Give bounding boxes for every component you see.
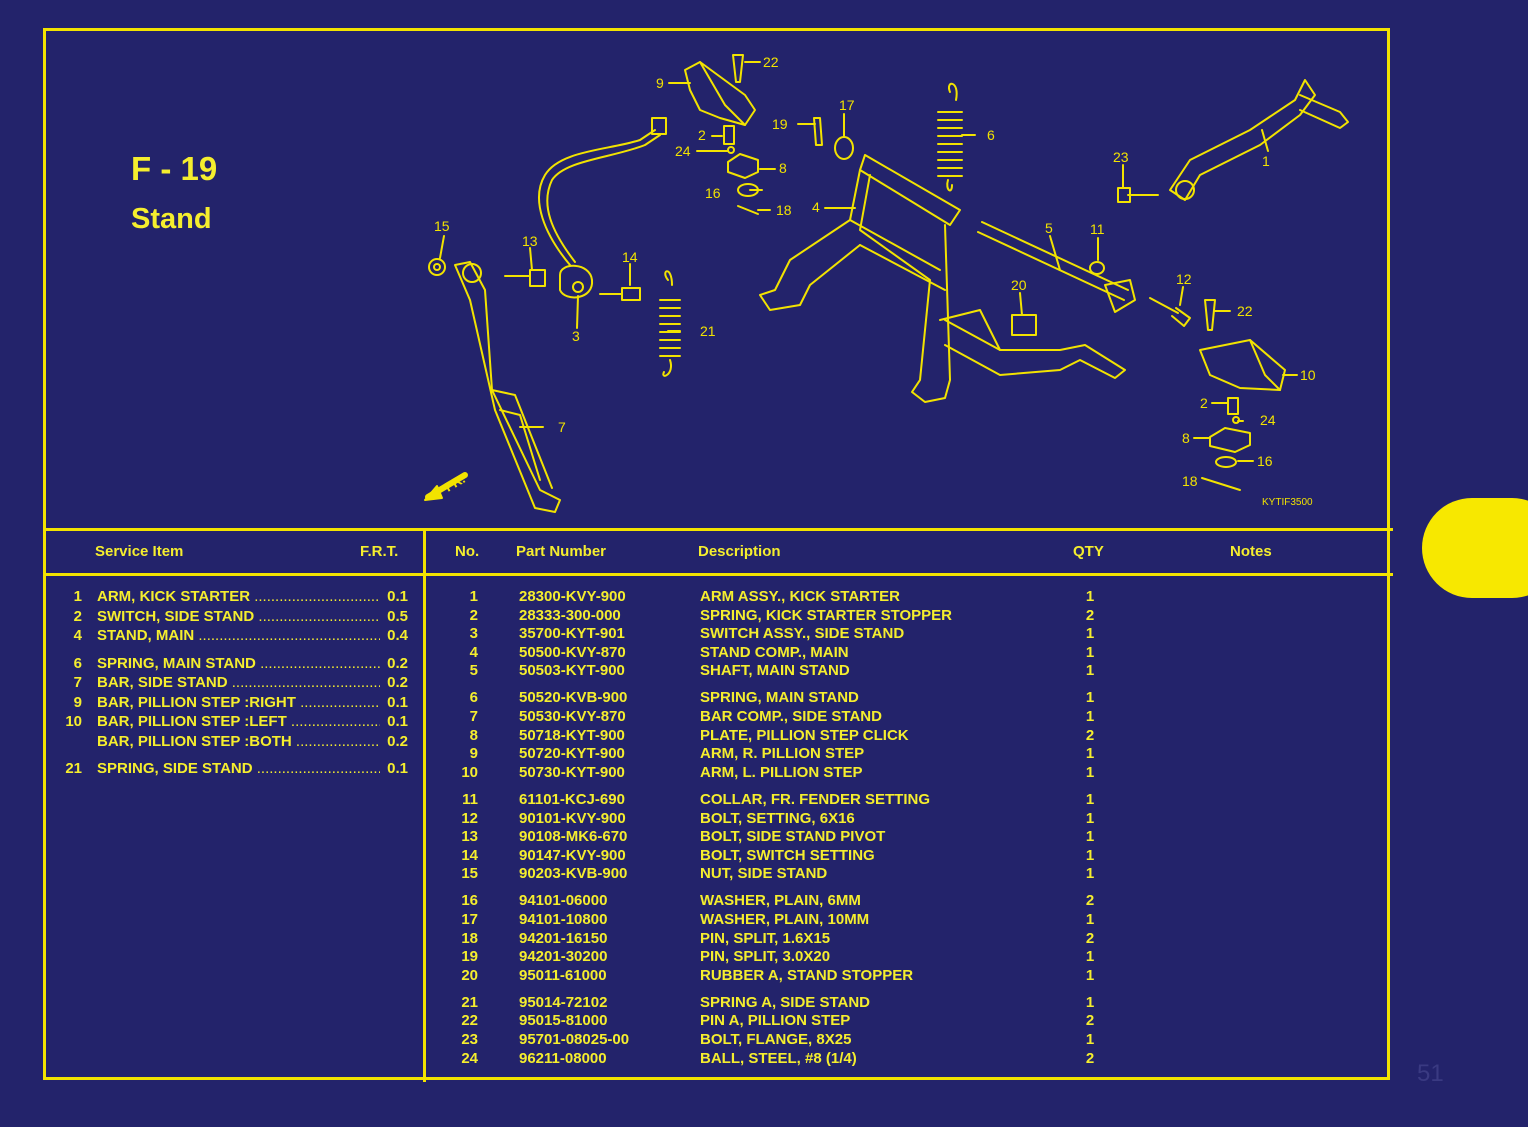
callout-7: 7	[558, 419, 566, 435]
divider-header	[43, 573, 1393, 576]
callout-5: 5	[1045, 220, 1053, 236]
callout-4: 4	[812, 199, 820, 215]
callout-22: 22	[763, 54, 779, 70]
side-navigation-tab[interactable]	[1422, 498, 1528, 598]
callout-21: 21	[700, 323, 716, 339]
callout-18: 18	[776, 202, 792, 218]
callout-14: 14	[622, 249, 638, 265]
description-header: Description	[698, 543, 781, 560]
side-stand-bar-drawing	[454, 261, 561, 513]
figure-code: KYTIF3500	[1262, 497, 1313, 508]
no-header: No.	[455, 543, 480, 560]
callout-13: 13	[522, 233, 538, 249]
frt-header: F.R.T.	[360, 543, 399, 560]
notes-header: Notes	[1230, 543, 1272, 560]
callout-2b: 2	[1200, 395, 1208, 411]
callout-2: 2	[698, 127, 706, 143]
callout-22b: 22	[1237, 303, 1253, 319]
service-item-header: Service Item	[95, 543, 184, 560]
exploded-parts-diagram: 9 22 2 24 8 16 18 19 17 6 4 15 13 14 3 2…	[424, 54, 1349, 513]
service-row: BAR, PILLION STEP :BOTH0.2	[60, 732, 420, 753]
callout-16: 16	[705, 185, 721, 201]
callout-24b: 24	[1260, 412, 1276, 428]
callout-19: 19	[772, 116, 788, 132]
divider-top	[43, 528, 1393, 531]
callout-16b: 16	[1257, 453, 1273, 469]
catalog-frame	[43, 28, 1390, 1080]
callout-3: 3	[572, 328, 580, 344]
callout-12: 12	[1176, 271, 1192, 287]
qty-header: QTY	[1073, 543, 1104, 560]
part-number-header: Part Number	[516, 543, 607, 560]
callout-1: 1	[1262, 153, 1270, 169]
callout-8: 8	[779, 160, 787, 176]
callout-23: 23	[1113, 149, 1129, 165]
callout-15: 15	[434, 218, 450, 234]
callout-6: 6	[987, 127, 995, 143]
callout-11: 11	[1090, 221, 1105, 237]
figure-id: F - 19	[131, 150, 218, 187]
callout-24: 24	[675, 143, 691, 159]
callout-8b: 8	[1182, 430, 1190, 446]
callout-9: 9	[656, 75, 664, 91]
callout-10: 10	[1300, 367, 1316, 383]
callout-18b: 18	[1182, 473, 1198, 489]
divider-vertical	[423, 530, 426, 1082]
callout-20: 20	[1011, 277, 1027, 293]
callout-17: 17	[839, 97, 855, 113]
figure-title: Stand	[131, 203, 212, 235]
page-number: 51	[1417, 1060, 1444, 1087]
